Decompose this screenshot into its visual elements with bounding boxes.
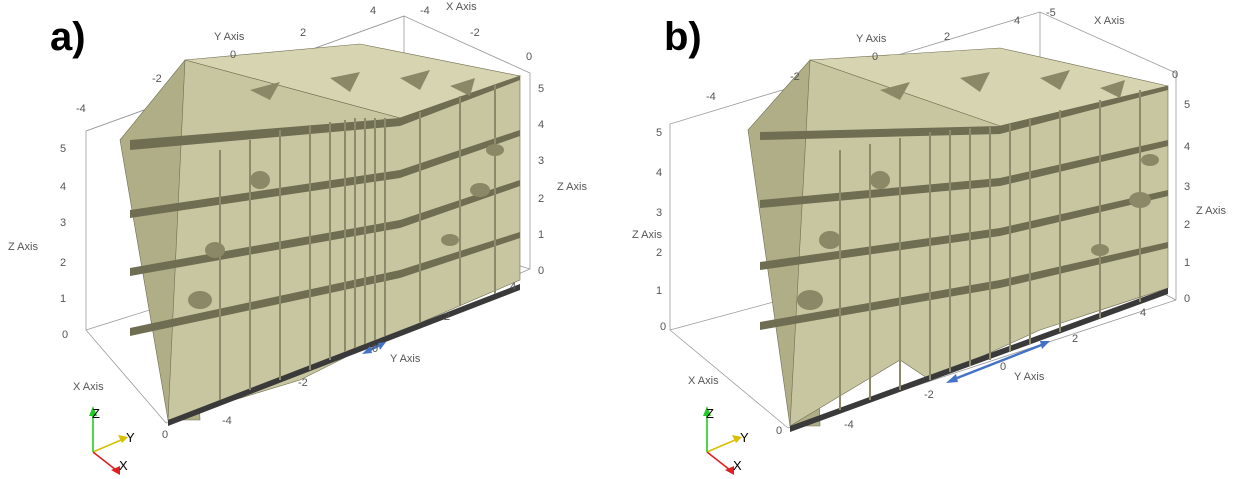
panel-a-y-tick-bottom: 2 bbox=[444, 311, 450, 323]
panel-a-x-tick-top: -2 bbox=[470, 27, 480, 39]
panel-a-extent-arrow bbox=[362, 342, 386, 354]
panel-b-y-tick-top: -4 bbox=[706, 91, 716, 103]
panel-a-x-tick-top: 0 bbox=[526, 51, 532, 63]
panel-b-z-tick-right: 0 bbox=[1184, 293, 1190, 305]
panel-a-triad-x: X bbox=[119, 458, 128, 473]
panel-a-x-tick-bottom: 0 bbox=[162, 429, 168, 441]
panel-a-z-tick-left: 4 bbox=[60, 181, 66, 193]
panel-a-lattice bbox=[119, 43, 522, 426]
panel-b-y-axis-bottom-title: Y Axis bbox=[1014, 371, 1045, 383]
panel-b-y-axis-top-title: Y Axis bbox=[856, 33, 887, 45]
panel-b-z-tick-right: 1 bbox=[1184, 257, 1190, 269]
panel-a-y-axis-top-title: Y Axis bbox=[214, 31, 245, 43]
panel-b-triad-z: Z bbox=[706, 406, 714, 421]
panel-a-y-tick-top: 2 bbox=[300, 27, 306, 39]
panel-a: a) bbox=[8, 1, 587, 475]
panel-b-z-tick-left: 5 bbox=[656, 127, 662, 139]
panel-a-y-tick-top: 0 bbox=[230, 49, 236, 61]
panel-b-orientation-triad: Z Y X bbox=[703, 406, 749, 475]
panel-a-y-tick-bottom: 4 bbox=[510, 281, 516, 293]
panel-a-z-tick-left: 0 bbox=[62, 329, 68, 341]
panel-b-z-axis-left-title: Z Axis bbox=[632, 229, 662, 241]
panel-b-z-tick-left: 1 bbox=[656, 285, 662, 297]
panel-a-z-tick-left: 2 bbox=[60, 257, 66, 269]
panel-a-z-tick-right: 1 bbox=[538, 229, 544, 241]
panel-a-x-tick-top: -4 bbox=[420, 5, 430, 17]
panel-a-x-axis-bottom-title: X Axis bbox=[73, 381, 104, 393]
panel-b-x-tick-top: 0 bbox=[1172, 69, 1178, 81]
panel-a-y-tick-top: 4 bbox=[370, 5, 376, 17]
panel-a-y-tick-bottom: -2 bbox=[298, 377, 308, 389]
panel-b-x-tick-top: -5 bbox=[1046, 7, 1056, 19]
panel-b-z-tick-left: 0 bbox=[660, 321, 666, 333]
panel-b-z-tick-right: 5 bbox=[1184, 99, 1190, 111]
panel-a-z-tick-right: 4 bbox=[538, 119, 544, 131]
panel-a-y-tick-top: -4 bbox=[76, 103, 86, 115]
panel-b-x-axis-top-title: X Axis bbox=[1094, 15, 1125, 27]
panel-b-y-tick-top: -2 bbox=[790, 71, 800, 83]
panel-b-lattice bbox=[747, 47, 1169, 432]
panel-a-x-axis-top-title: X Axis bbox=[446, 1, 477, 13]
panel-b-y-tick-top: 0 bbox=[872, 51, 878, 63]
panel-b-x-tick-bottom: 0 bbox=[776, 425, 782, 437]
panel-a-z-tick-left: 3 bbox=[60, 217, 66, 229]
panel-b-z-tick-left: 3 bbox=[656, 207, 662, 219]
panel-b-z-tick-right: 3 bbox=[1184, 181, 1190, 193]
panel-a-z-axis-right-title: Z Axis bbox=[557, 181, 587, 193]
panel-a-z-tick-right: 2 bbox=[538, 193, 544, 205]
panel-a-y-tick-bottom: 0 bbox=[372, 343, 378, 355]
panel-a-triad-z: Z bbox=[92, 406, 100, 421]
panel-b-label: b) bbox=[664, 15, 702, 59]
panel-b-y-tick-top: 4 bbox=[1014, 15, 1020, 27]
panel-b-z-tick-right: 2 bbox=[1184, 219, 1190, 231]
panel-b-z-axis-right-title: Z Axis bbox=[1196, 205, 1226, 217]
panel-a-z-tick-right: 0 bbox=[538, 265, 544, 277]
panel-b-triad-x: X bbox=[733, 458, 742, 473]
panel-a-y-tick-top: -2 bbox=[152, 73, 162, 85]
panel-a-triad-y: Y bbox=[126, 430, 135, 445]
panel-b-z-tick-right: 4 bbox=[1184, 141, 1190, 153]
panel-b-y-tick-bottom: 2 bbox=[1072, 333, 1078, 345]
panel-a-z-axis-left-title: Z Axis bbox=[8, 241, 38, 253]
panel-b: b) bbox=[632, 7, 1226, 475]
panel-a-z-tick-right: 5 bbox=[538, 83, 544, 95]
panel-a-z-tick-left: 1 bbox=[60, 293, 66, 305]
panel-b-z-tick-left: 2 bbox=[656, 247, 662, 259]
panel-b-extent-arrow bbox=[946, 341, 1050, 383]
panel-b-y-tick-bottom: -2 bbox=[924, 389, 934, 401]
panel-b-x-axis-bottom-title: X Axis bbox=[688, 375, 719, 387]
panel-b-y-tick-bottom: 0 bbox=[1000, 361, 1006, 373]
panel-a-y-axis-bottom-title: Y Axis bbox=[390, 353, 421, 365]
panel-b-triad-y: Y bbox=[740, 430, 749, 445]
panel-b-y-tick-bottom: -4 bbox=[844, 419, 854, 431]
panel-b-y-tick-bottom: 4 bbox=[1140, 307, 1146, 319]
panel-a-z-tick-left: 5 bbox=[60, 143, 66, 155]
panel-b-z-tick-left: 4 bbox=[656, 167, 662, 179]
panel-b-y-tick-top: 2 bbox=[944, 31, 950, 43]
panel-a-orientation-triad: Z Y X bbox=[89, 406, 135, 475]
panel-a-label: a) bbox=[50, 15, 86, 59]
panel-a-z-tick-right: 3 bbox=[538, 155, 544, 167]
panel-a-y-tick-bottom: -4 bbox=[222, 415, 232, 427]
